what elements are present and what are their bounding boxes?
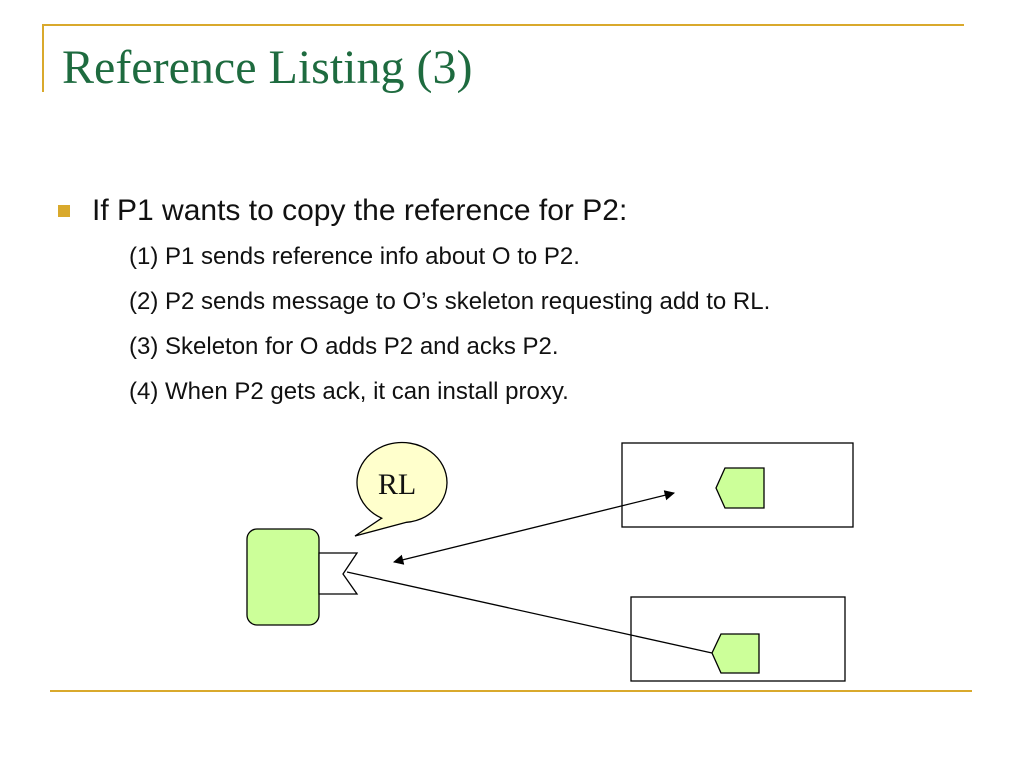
connector-line-bottom [346,571,713,654]
proxy-icon-bottom [711,633,760,674]
step-3-text: (3) Skeleton for O adds P2 and acks P2. [129,333,559,360]
slide-title: Reference Listing (3) [62,41,473,94]
step-2-text: (2) P2 sends message to O’s skeleton req… [129,288,771,315]
object-o-shape [246,528,320,626]
bullet-text: If P1 wants to copy the reference for P2… [92,194,628,227]
bullet-item: If P1 wants to copy the reference for P2… [58,189,627,233]
footer-accent-rule [50,690,972,692]
double-headed-arrow [392,490,676,565]
rl-callout-label: RL [378,468,416,501]
step-4-text: (4) When P2 gets ack, it can install pro… [129,378,569,405]
proxy-icon-top [715,467,765,509]
skeleton-icon [318,552,359,595]
title-accent-rule-horizontal [42,24,964,26]
bullet-square-icon [58,205,70,217]
title-accent-rule-vertical [42,24,44,92]
step-1-text: (1) P1 sends reference info about O to P… [129,243,580,270]
